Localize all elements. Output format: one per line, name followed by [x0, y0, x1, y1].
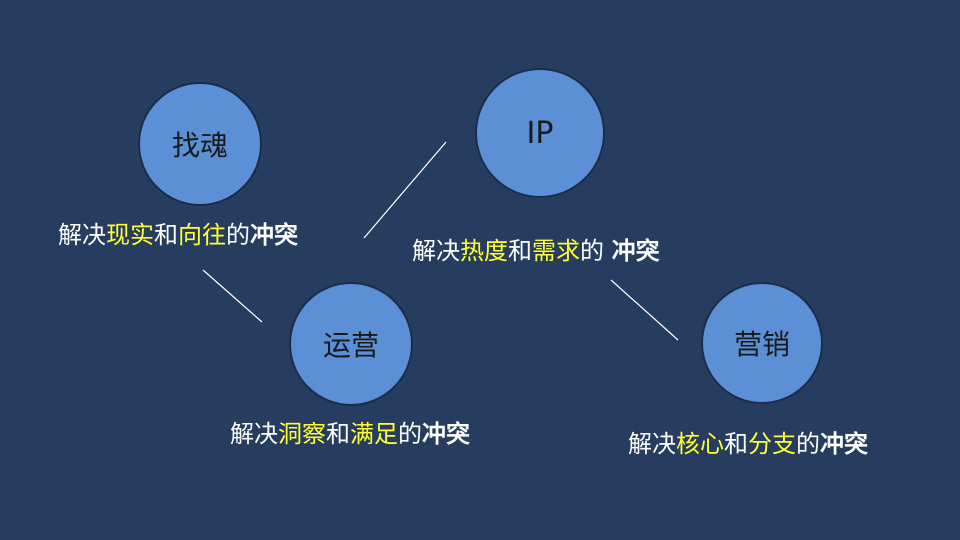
caption-ops-conflict: 冲突	[422, 420, 470, 448]
connector-ip-marketing	[610, 279, 679, 341]
caption-marketing-term-a: 核心	[676, 430, 724, 458]
caption-ip-prefix: 解决	[412, 237, 460, 265]
node-marketing-label: 营销	[733, 328, 790, 361]
node-ip: IP	[475, 68, 605, 198]
node-marketing: 营销	[701, 282, 823, 404]
caption-ip-de: 的	[580, 237, 612, 265]
caption-ip-conflict: 冲突	[611, 237, 660, 265]
caption-marketing-prefix: 解决	[628, 430, 676, 458]
caption-soul-term-a: 现实	[106, 221, 154, 249]
caption-ip-term-a: 热度	[460, 237, 508, 265]
caption-soul-join: 和	[154, 221, 178, 249]
node-soul: 找魂	[138, 82, 262, 206]
connector-soul-ops	[202, 269, 263, 323]
connector-soul-ip	[363, 141, 447, 239]
node-ip-label: IP	[526, 115, 554, 151]
caption-ops-prefix: 解决	[230, 420, 278, 448]
caption-ops-de: 的	[398, 420, 422, 448]
caption-ip-join: 和	[508, 237, 532, 265]
caption-soul-term-b: 向往	[178, 221, 226, 249]
node-ops-label: 运营	[322, 329, 379, 362]
caption-ops-term-b: 满足	[350, 420, 398, 448]
caption-ops-term-a: 洞察	[278, 420, 326, 448]
caption-soul-de: 的	[226, 221, 250, 249]
caption-marketing-de: 的	[796, 430, 820, 458]
node-soul-label: 找魂	[171, 129, 228, 162]
node-ops: 运营	[289, 282, 413, 406]
caption-marketing-join: 和	[724, 430, 748, 458]
caption-ip: 解决热度和需求的 冲突	[412, 231, 660, 266]
caption-ip-term-b: 需求	[532, 237, 580, 265]
caption-marketing: 解决核心和分支的冲突	[628, 424, 868, 459]
caption-ops-join: 和	[326, 420, 350, 448]
caption-marketing-conflict: 冲突	[820, 430, 868, 458]
caption-soul-prefix: 解决	[58, 221, 106, 249]
caption-ops: 解决洞察和满足的冲突	[230, 414, 470, 449]
caption-soul-conflict: 冲突	[250, 221, 298, 249]
caption-soul: 解决现实和向往的冲突	[58, 215, 298, 250]
caption-marketing-term-b: 分支	[748, 430, 796, 458]
